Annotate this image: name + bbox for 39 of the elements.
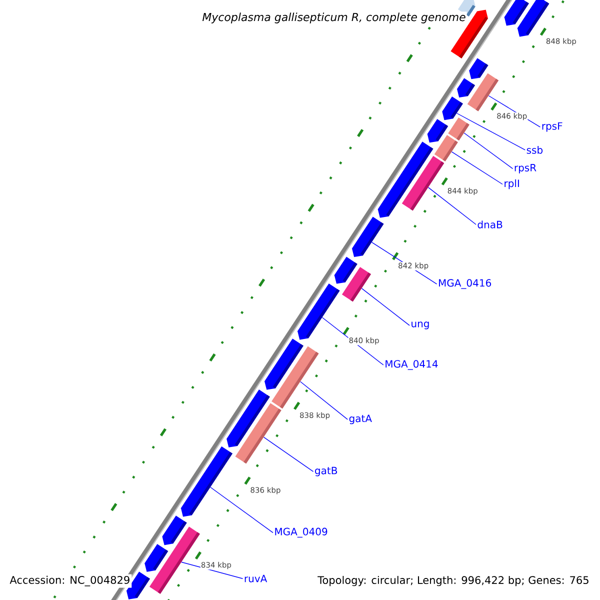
gene-segment — [457, 78, 476, 98]
gene-segment — [144, 544, 168, 572]
leader-line — [210, 486, 274, 534]
gene-label: rpsR — [514, 164, 536, 174]
leader-line — [428, 187, 476, 225]
gene-label: gatB — [315, 466, 338, 476]
leader-line — [300, 381, 348, 420]
gene-segment — [264, 338, 304, 390]
gene-segment — [162, 516, 187, 546]
gene-segment — [226, 390, 270, 448]
gene-label: MGA_0409 — [275, 528, 328, 538]
gene-label: MGA_0416 — [439, 279, 492, 289]
gene-label: ruvA — [244, 574, 268, 582]
title: Mycoplasma gallisepticum R, complete genome — [201, 12, 467, 24]
leader-line — [181, 562, 244, 579]
gene-segment — [180, 446, 232, 517]
accession-text: Accession: NC_004829 — [8, 574, 132, 588]
gene-label: ung — [412, 322, 429, 330]
gene-label: ssb — [526, 146, 543, 154]
gene-segment — [334, 256, 358, 284]
gene-label: rpsF — [542, 122, 562, 132]
leader-line — [464, 132, 514, 170]
leader-line — [451, 151, 503, 185]
gene-label: MGA_0414 — [386, 360, 438, 370]
gene-segment — [442, 96, 463, 120]
gene-segment — [378, 142, 434, 218]
gene-segment — [517, 0, 550, 37]
gene-segment — [298, 284, 340, 340]
gene-label: rplI — [504, 179, 519, 190]
leader-line — [361, 288, 410, 326]
leader-line — [263, 436, 314, 472]
gene-segment — [448, 118, 470, 141]
leader-line — [456, 112, 526, 150]
gene-segment — [427, 119, 448, 143]
genome-info-text: Topology: circular; Length: 996,422 bp; Genes: 765 — [316, 574, 591, 588]
gene-segment — [352, 216, 384, 258]
gene-label: gatA — [349, 414, 372, 424]
gene-segment — [469, 58, 488, 80]
gene-label: dnaB — [478, 220, 502, 228]
